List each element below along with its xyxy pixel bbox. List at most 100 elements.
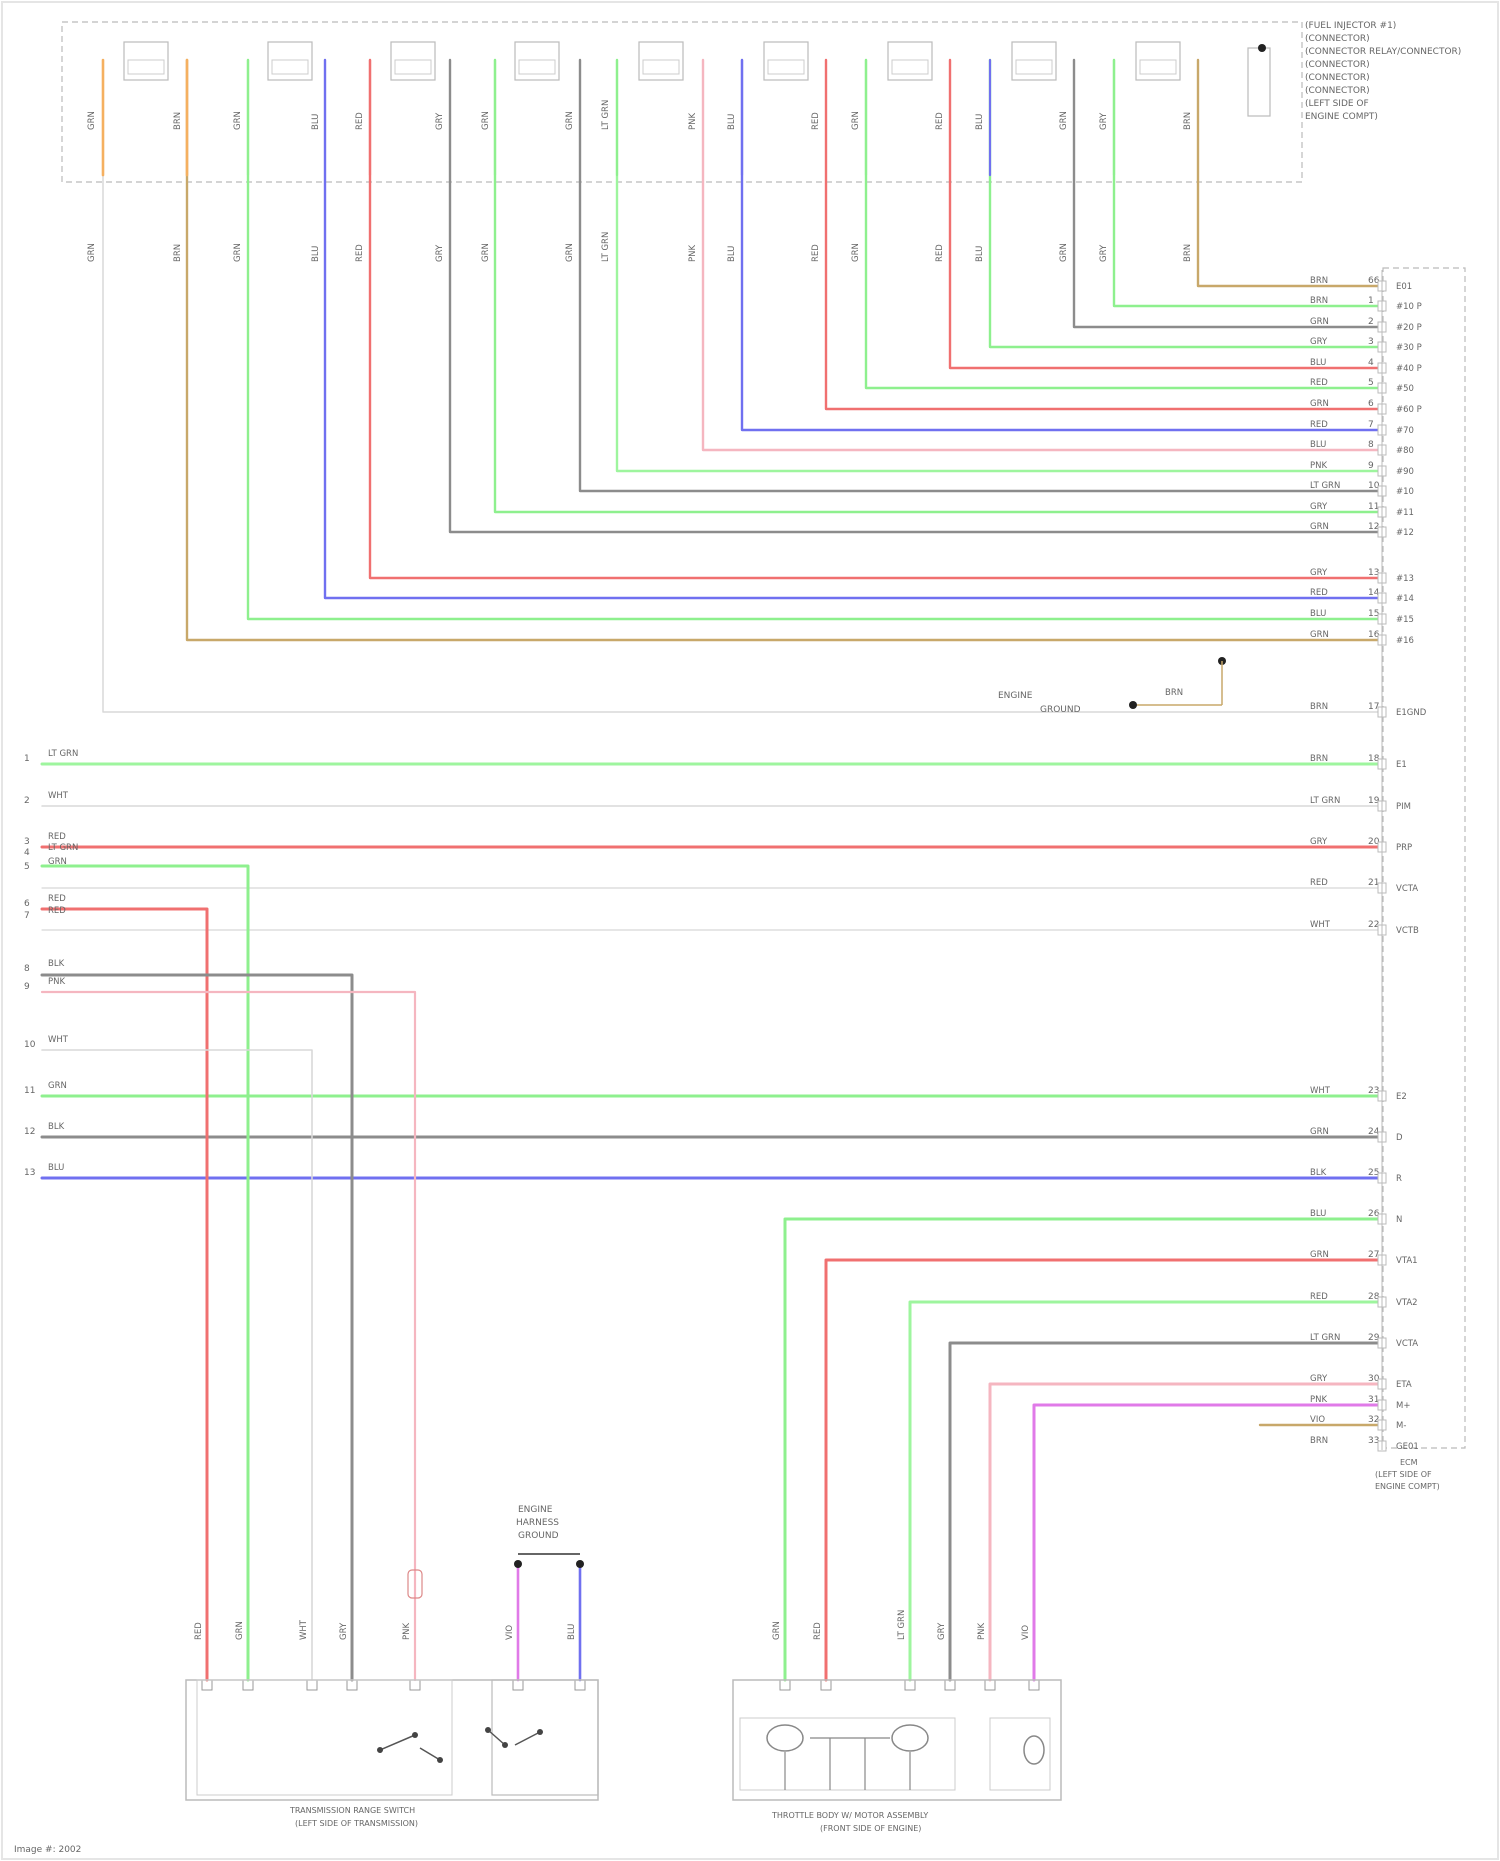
ecm-row-name-6: #60 P: [1396, 405, 1422, 415]
ecm-row-color-8: BLU: [1310, 440, 1326, 450]
sensor-2: [892, 1725, 928, 1751]
trs-title-line-2: (LEFT SIDE OF TRANSMISSION): [295, 1819, 418, 1828]
ecm-row-color-23: WHT: [1310, 1086, 1331, 1096]
top-wire-label-17: BRN: [1183, 112, 1193, 130]
top-wire-label-1: BRN: [173, 112, 183, 130]
injector-coil-9: [1140, 60, 1176, 74]
transmission-range-switch: TRANSMISSION RANGE SWITCH (LEFT SIDE OF …: [186, 1680, 598, 1828]
injector-wire-5: [866, 60, 1382, 388]
left-num-3: 4: [24, 848, 30, 858]
left-color-5: RED: [48, 894, 66, 904]
legend-line-7: (LEFT SIDE OF: [1305, 99, 1369, 109]
wire-trs-gry: [42, 975, 352, 1680]
ecm-row-name-19: PIM: [1396, 802, 1411, 812]
left-num-0: 1: [24, 754, 30, 764]
trs-pin-2: [307, 1680, 317, 1690]
left-color-8: PNK: [48, 977, 65, 987]
ecm-row-color-18: BRN: [1310, 754, 1328, 764]
ecm-row-pin-5: 5: [1368, 378, 1374, 388]
injector-coil-2: [272, 60, 308, 74]
ecm-title-line-1: ECM: [1400, 1458, 1418, 1467]
left-num-12: 13: [24, 1168, 35, 1178]
top-wire-label-lower-7: GRN: [565, 243, 575, 262]
left-num-9: 10: [24, 1040, 36, 1050]
injector-wire-13: [370, 60, 1382, 578]
ecm-row-name-2: #20 P: [1396, 323, 1422, 333]
ecm-row-name-0: E01: [1396, 282, 1412, 292]
ecm-row-name-20: PRP: [1396, 843, 1412, 853]
top-wire-label-9: PNK: [688, 113, 698, 130]
ecm-row-pin-8: 8: [1368, 440, 1374, 450]
legend-line-6: (CONNECTOR): [1305, 86, 1370, 96]
top-wire-label-12: GRN: [851, 111, 861, 130]
left-num-6: 7: [24, 911, 30, 921]
ecm-row-color-31: PNK: [1310, 1395, 1327, 1405]
left-color-3: LT GRN: [48, 843, 78, 853]
ecm-row-color-5: RED: [1310, 378, 1328, 388]
ecm-row-color-15: BLU: [1310, 609, 1326, 619]
ecm-row-name-25: R: [1396, 1174, 1402, 1184]
ecm-row-color-27: GRN: [1310, 1250, 1329, 1260]
tb-wire-label-4: PNK: [977, 1623, 987, 1640]
ecm-row-name-28: VTA2: [1396, 1298, 1418, 1308]
top-wire-label-4: RED: [355, 112, 365, 130]
legend-line-5: (CONNECTOR): [1305, 73, 1370, 83]
trs-wire-label-6: BLU: [567, 1624, 577, 1640]
top-wire-label-lower-5: GRY: [435, 244, 445, 262]
injector-wire-8: [703, 60, 1382, 450]
top-wire-label-7: GRN: [565, 111, 575, 130]
top-wire-label-lower-8: LT GRN: [601, 232, 611, 262]
top-wire-label-0: GRN: [87, 111, 97, 130]
ecm-row-pin-1: 1: [1368, 296, 1374, 306]
tb-wire-0: [785, 1219, 1382, 1680]
ecm-row-color-0: BRN: [1310, 276, 1328, 286]
left-num-4: 5: [24, 862, 30, 872]
footer-text: Image #: 2002: [14, 1845, 81, 1855]
ecm-row-color-9: PNK: [1310, 461, 1327, 471]
left-connector-labels: 1LT GRN2WHT3RED4LT GRN5GRN6RED7RED8BLK9P…: [24, 749, 78, 1178]
ecm-row-pin-3: 3: [1368, 337, 1374, 347]
top-wire-label-lower-16: GRY: [1099, 244, 1109, 262]
trs-wire-label-0: RED: [194, 1622, 204, 1640]
top-wire-label-3: BLU: [311, 114, 321, 130]
engine-ground-annotation: ENGINE GROUND BRN: [998, 657, 1226, 715]
trs-title-line-1: TRANSMISSION RANGE SWITCH: [289, 1806, 415, 1815]
left-color-9: WHT: [48, 1035, 69, 1045]
ecm-row-color-7: RED: [1310, 420, 1328, 430]
relay-node: [1258, 44, 1266, 52]
ecm-row-pin-2: 2: [1368, 317, 1374, 327]
top-wire-label-lower-14: BLU: [975, 246, 985, 262]
ecm-title-line-2: (LEFT SIDE OF: [1375, 1470, 1432, 1479]
ecm-row-name-3: #30 P: [1396, 343, 1422, 353]
legend-line-1: (FUEL INJECTOR #1): [1305, 21, 1396, 31]
ecm-row-name-23: E2: [1396, 1092, 1407, 1102]
tb-wire-label-1: RED: [813, 1622, 823, 1640]
top-wire-label-2: GRN: [233, 111, 243, 130]
left-color-0: LT GRN: [48, 749, 78, 759]
trs-pin-5: [513, 1680, 523, 1690]
fuel-injectors: GRN GRN BRN BRN GRN GRN BLU BLU RED RED GRY GRY GRN G…: [87, 42, 1270, 1690]
ecm-row-name-17: E1GND: [1396, 708, 1427, 718]
ecm-frame: [1383, 268, 1465, 1448]
ecm-row-color-14: RED: [1310, 588, 1328, 598]
ecm-row-color-3: GRY: [1310, 337, 1328, 347]
ecm-row-name-18: E1: [1396, 760, 1407, 770]
left-num-1: 2: [24, 796, 30, 806]
ecm-row-name-1: #10 P: [1396, 302, 1422, 312]
ecm-row-color-20: GRY: [1310, 837, 1328, 847]
ecm-row-color-19: LT GRN: [1310, 796, 1340, 806]
left-color-7: BLK: [48, 959, 65, 969]
trs-wire-label-1: GRN: [235, 1621, 245, 1640]
trs-wire-label-4: PNK: [402, 1623, 412, 1640]
top-wire-label-15: GRN: [1059, 111, 1069, 130]
injector-coil-8: [1016, 60, 1052, 74]
top-wire-label-14: BLU: [975, 114, 985, 130]
left-num-2: 3: [24, 837, 30, 847]
ecm-row-color-26: BLU: [1310, 1209, 1326, 1219]
relay-body: [1248, 48, 1270, 116]
top-wire-label-lower-11: RED: [811, 244, 821, 262]
top-wire-label-5: GRY: [435, 112, 445, 130]
ecm-row-name-21: VCTA: [1396, 884, 1418, 894]
top-wire-label-lower-1: BRN: [173, 244, 183, 262]
ecm-pin-rows: BRN66E01BRN1#10 PGRN2#20 PGRY3#30 PBLU4#…: [1310, 270, 1427, 1452]
